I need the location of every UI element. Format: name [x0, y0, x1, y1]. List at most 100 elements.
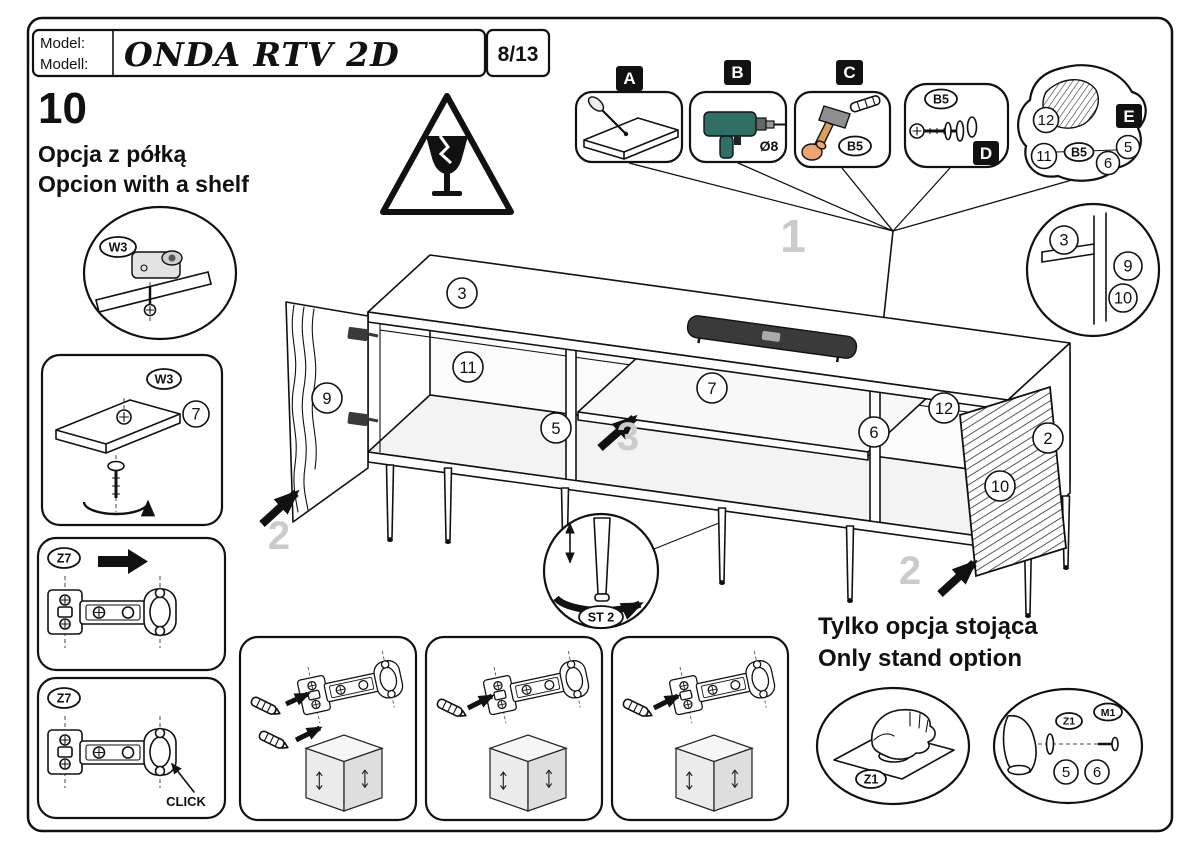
part-callout-corner-9: 9: [1113, 251, 1143, 281]
soundbar: [686, 315, 858, 363]
z7-hinge-box-2: Z7 CLICK: [36, 676, 227, 820]
part-callout-leg-5: 5: [1053, 759, 1079, 785]
parts-e-callout: E 12 11 B5 5 6: [1017, 64, 1147, 182]
part-callout-e6: 6: [1095, 150, 1121, 176]
svg-text:12: 12: [935, 400, 953, 418]
z7-oval-2: [47, 687, 81, 709]
svg-text:2: 2: [1043, 430, 1052, 448]
st2-label: ST 2: [588, 611, 614, 625]
svg-text:6: 6: [1093, 764, 1101, 781]
washer-icon: [1045, 733, 1055, 755]
divider-panel-5: [565, 338, 577, 491]
part-callout-2: 2: [1032, 422, 1064, 454]
hinge-mount-icon: [131, 250, 183, 279]
callout-pointer-lines: [628, 162, 1073, 383]
part-callout-e12: 12: [1032, 106, 1060, 134]
z7-label-1: Z7: [57, 552, 72, 566]
tv-stand-illustration: 1 3 2 2 3 11 9 5 7 6 12 2 10: [259, 210, 1071, 618]
dowel-icon: [849, 95, 881, 113]
svg-text:6: 6: [1104, 155, 1112, 172]
e-part-b5: B5: [1071, 146, 1087, 160]
hinge-step-box-1: [238, 635, 418, 822]
z1-label: Z1: [864, 773, 879, 787]
m1-oval: [1093, 702, 1123, 722]
st2-oval: [578, 605, 624, 629]
tool-d-box: B5 D: [903, 82, 1010, 169]
stand-note-pl: Tylko opcja stojąca: [818, 613, 1038, 640]
model-label-1: Model:: [40, 35, 85, 52]
click-label: CLICK: [166, 794, 206, 809]
step-heading: 10 Opcja z półką Opcion with a shelf: [38, 84, 249, 197]
part-callout-12: 12: [928, 392, 960, 424]
hinge-step-box-3: [610, 635, 790, 822]
step-title-en: Opcion with a shelf: [38, 171, 249, 197]
w3-box-oval: [146, 368, 182, 390]
svg-text:6: 6: [869, 424, 878, 442]
door-cube-icon-2: [489, 734, 567, 812]
svg-text:5: 5: [1124, 139, 1132, 156]
svg-text:12: 12: [1038, 112, 1055, 129]
part-callout-e11: 11: [1030, 142, 1058, 170]
screw-label-b5: B5: [933, 93, 949, 107]
svg-text:7: 7: [191, 406, 200, 424]
page-number-box: [485, 28, 551, 78]
st2-leg-detail: ST 2: [542, 512, 720, 630]
slide-arrow-icon: [98, 549, 148, 574]
z7-oval-1: [47, 547, 81, 569]
z1-template-detail: Z1: [815, 686, 971, 806]
tool-a-box: A: [574, 66, 684, 164]
svg-text:9: 9: [322, 390, 331, 408]
part-callout-11: 11: [452, 351, 484, 383]
m1-label: M1: [1101, 707, 1116, 719]
svg-text:10: 10: [1114, 290, 1132, 308]
part-callout-corner-10: 10: [1108, 283, 1138, 313]
divider-panel-6: [869, 380, 881, 533]
part-callout-corner-3: 3: [1049, 225, 1079, 255]
parts-e-label: E: [1123, 107, 1134, 126]
tool-c-label: C: [843, 63, 855, 82]
tool-b-label: B: [731, 63, 743, 82]
part-callout-leg-6: 6: [1084, 759, 1110, 785]
z7-hinge-box-1: Z7: [36, 536, 227, 672]
part-callout-6: 6: [858, 416, 890, 448]
w3-bracket-detail: W3: [82, 205, 238, 341]
w3-screw-box: W3 7: [40, 353, 224, 527]
z1-oval: [855, 769, 887, 789]
hand-icon: [871, 708, 936, 760]
svg-text:5: 5: [1062, 764, 1070, 781]
screw-washer-icon: [909, 116, 978, 142]
drill-diameter: Ø8: [760, 138, 779, 154]
tool-b-label-badge: [724, 60, 751, 85]
svg-text:11: 11: [459, 359, 476, 377]
tool-d-label-badge: [973, 141, 999, 165]
insert-arrow-right: [937, 559, 978, 597]
stand-option-note: Tylko opcja stojąca Only stand option: [818, 613, 1038, 672]
w3-box-label: W3: [155, 373, 174, 387]
w3-oval: [99, 236, 137, 258]
tool-b-box: B Ø8: [688, 60, 788, 164]
model-box: [31, 28, 487, 78]
screw-icon: [1111, 736, 1119, 752]
corner-zoom-detail: 3 9 10: [1025, 202, 1161, 338]
w3-label: W3: [109, 241, 128, 255]
leg-mount-detail: Z1 M1 5 6: [992, 687, 1144, 805]
door-cube-icon-3: [675, 734, 753, 812]
step-title-pl: Opcja z półką: [38, 141, 186, 167]
parts-e-label-badge: [1116, 104, 1142, 128]
part-callout-10: 10: [984, 470, 1016, 502]
svg-text:11: 11: [1036, 148, 1052, 165]
ghost-step-3: 3: [617, 415, 639, 459]
part-callout-w3-7: 7: [182, 400, 210, 428]
svg-text:3: 3: [1059, 232, 1068, 250]
svg-text:10: 10: [991, 478, 1009, 496]
page-number: 8/13: [498, 43, 539, 66]
fragile-warning-icon: [380, 93, 514, 215]
ghost-step-2-right: 2: [899, 549, 921, 593]
part-callout-5: 5: [540, 412, 572, 444]
part-callout-9: 9: [311, 382, 343, 414]
part-callout-7: 7: [696, 372, 728, 404]
hinge-step-box-2: [424, 635, 604, 822]
part-callout-3: 3: [446, 277, 478, 309]
